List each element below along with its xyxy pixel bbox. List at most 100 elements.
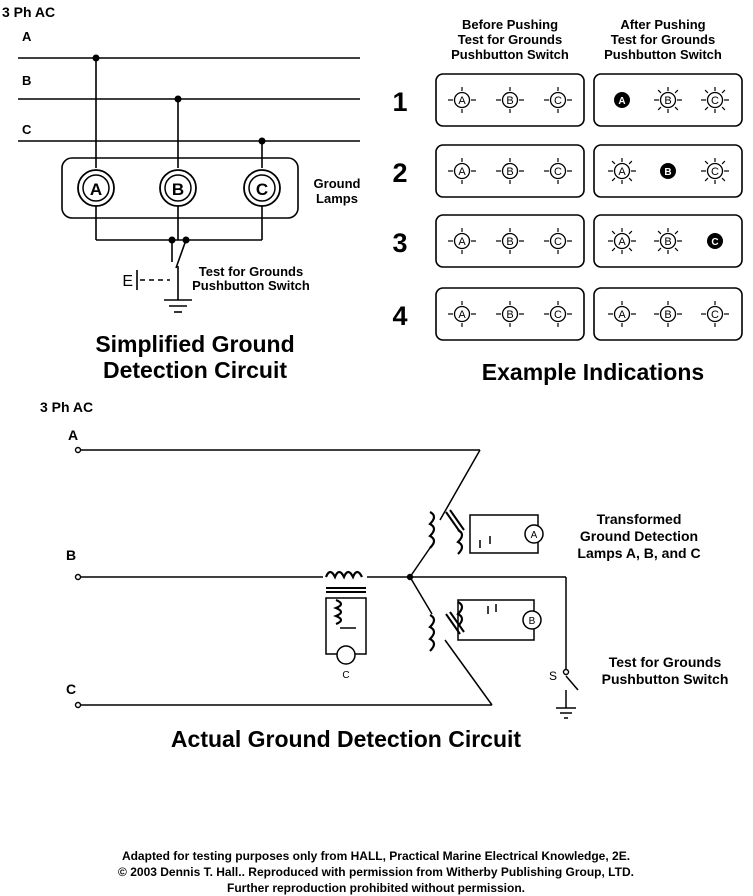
indicator-lamp-c: C (544, 228, 572, 254)
lamp-ray (611, 230, 616, 235)
dark-lamp (707, 233, 723, 249)
lamp-circle (549, 162, 567, 180)
indicator-lamp-c: C (544, 87, 572, 113)
simplified-title-1: Simplified Ground (95, 331, 294, 357)
before-panel (435, 214, 585, 268)
transformer-a-primary-coil (428, 511, 436, 549)
lamp-letter: A (618, 96, 625, 107)
junction-dot (258, 137, 266, 145)
lamp-c-bulb (336, 645, 356, 665)
before-panel (435, 73, 585, 127)
lamp-letter: A (458, 95, 466, 107)
indicator-lamp-b: B (654, 228, 682, 254)
actual-phase-c: C (66, 681, 76, 697)
lamp-circle (613, 162, 631, 180)
lamp-circle (501, 305, 519, 323)
arm-c-to-line (444, 639, 493, 706)
indicator-lamp-a: A (608, 228, 636, 254)
lamp-ray (674, 89, 679, 94)
indicator-lamp-b: B (496, 87, 524, 113)
indicator-lamp-a: A (448, 158, 476, 184)
actual-supply-label: 3 Ph AC (40, 399, 93, 415)
dark-lamp (660, 163, 676, 179)
indicator-lamp-a: A (614, 92, 630, 108)
simplified-junction-dots (92, 54, 266, 244)
lamp-ray (657, 89, 662, 94)
lamp-circle (706, 91, 724, 109)
lamp-ray (628, 230, 633, 235)
lamp-ray (674, 106, 679, 111)
lamp-ray (657, 106, 662, 111)
indicator-lamp-c: C (701, 158, 729, 184)
pushbutton-e-label: E (122, 273, 133, 290)
actual-switch-s: S (549, 669, 557, 683)
lamp-ray (721, 89, 726, 94)
indicator-lamp-b: B (496, 301, 524, 327)
indicator-lamp-b: B (660, 163, 676, 179)
indicator-lamp-b: B (654, 301, 682, 327)
before-header-2: Test for Grounds (458, 32, 562, 47)
after-header-3: Pushbutton Switch (604, 47, 722, 62)
phase-c-label: C (22, 122, 32, 137)
terminal-b (74, 573, 82, 581)
indicator-lamp-c: C (701, 87, 729, 113)
lamp-letter: B (506, 166, 513, 178)
indicator-lamp-c: C (544, 301, 572, 327)
lamp-ray (704, 177, 709, 182)
examples-title: Example Indications (482, 359, 704, 385)
lamp-a-label: A (90, 180, 102, 199)
star-arm-a (409, 544, 433, 578)
lamp-letter: B (506, 309, 513, 321)
lamp-letter: B (506, 236, 513, 248)
phase-b-label: B (22, 73, 31, 88)
indicator-lamp-a: A (448, 228, 476, 254)
transformed-label-3: Lamps A, B, and C (577, 545, 700, 561)
lamp-circle (549, 91, 567, 109)
actual-terminals (74, 446, 570, 709)
indicator-lamp-a: A (448, 301, 476, 327)
after-panel (593, 214, 743, 268)
lamp-circle (453, 232, 471, 250)
lamp-circle (706, 305, 724, 323)
footer-line-3: Further reproduction prohibited without … (227, 881, 525, 895)
lamp-letter: C (711, 309, 719, 321)
lamp-letter: B (664, 167, 671, 178)
actual-switch-label-2: Pushbutton Switch (602, 671, 729, 687)
lamp-letter: A (458, 309, 466, 321)
lamp-circle (501, 162, 519, 180)
lamp-letter: C (554, 309, 562, 321)
transformer-a-secondary-coil (456, 529, 464, 555)
lamp-letter: B (506, 95, 513, 107)
after-panel (593, 144, 743, 198)
lamp-ray (628, 160, 633, 165)
lamp-letter: A (618, 166, 626, 178)
lamp-letter: A (618, 309, 626, 321)
actual-lamp-c-label: C (342, 670, 349, 681)
actual-circuit (80, 449, 579, 719)
lamp-ray (628, 177, 633, 182)
indicator-lamp-a: A (608, 301, 636, 327)
simplified-circuit (18, 57, 360, 313)
row-number: 2 (392, 158, 407, 188)
lamp-letter: C (711, 95, 719, 107)
before-panel (435, 287, 585, 341)
lamp-ray (657, 247, 662, 252)
simplified-title-2: Detection Circuit (103, 357, 287, 383)
lamp-circle (453, 162, 471, 180)
lamp-circle (659, 91, 677, 109)
lamp-circle (659, 305, 677, 323)
indicator-lamp-c: C (701, 301, 729, 327)
row-number: 1 (392, 87, 407, 117)
lamp-ray (721, 106, 726, 111)
ground-lamp-c: C (243, 169, 281, 207)
lamp-circle (613, 232, 631, 250)
lamp-letter: B (664, 95, 671, 107)
lamp-circle (453, 305, 471, 323)
terminal-a (74, 446, 82, 454)
lamp-ray (674, 230, 679, 235)
lamp-ray (704, 106, 709, 111)
lamp-b-label: B (172, 180, 184, 199)
lamp-ray (628, 247, 633, 252)
